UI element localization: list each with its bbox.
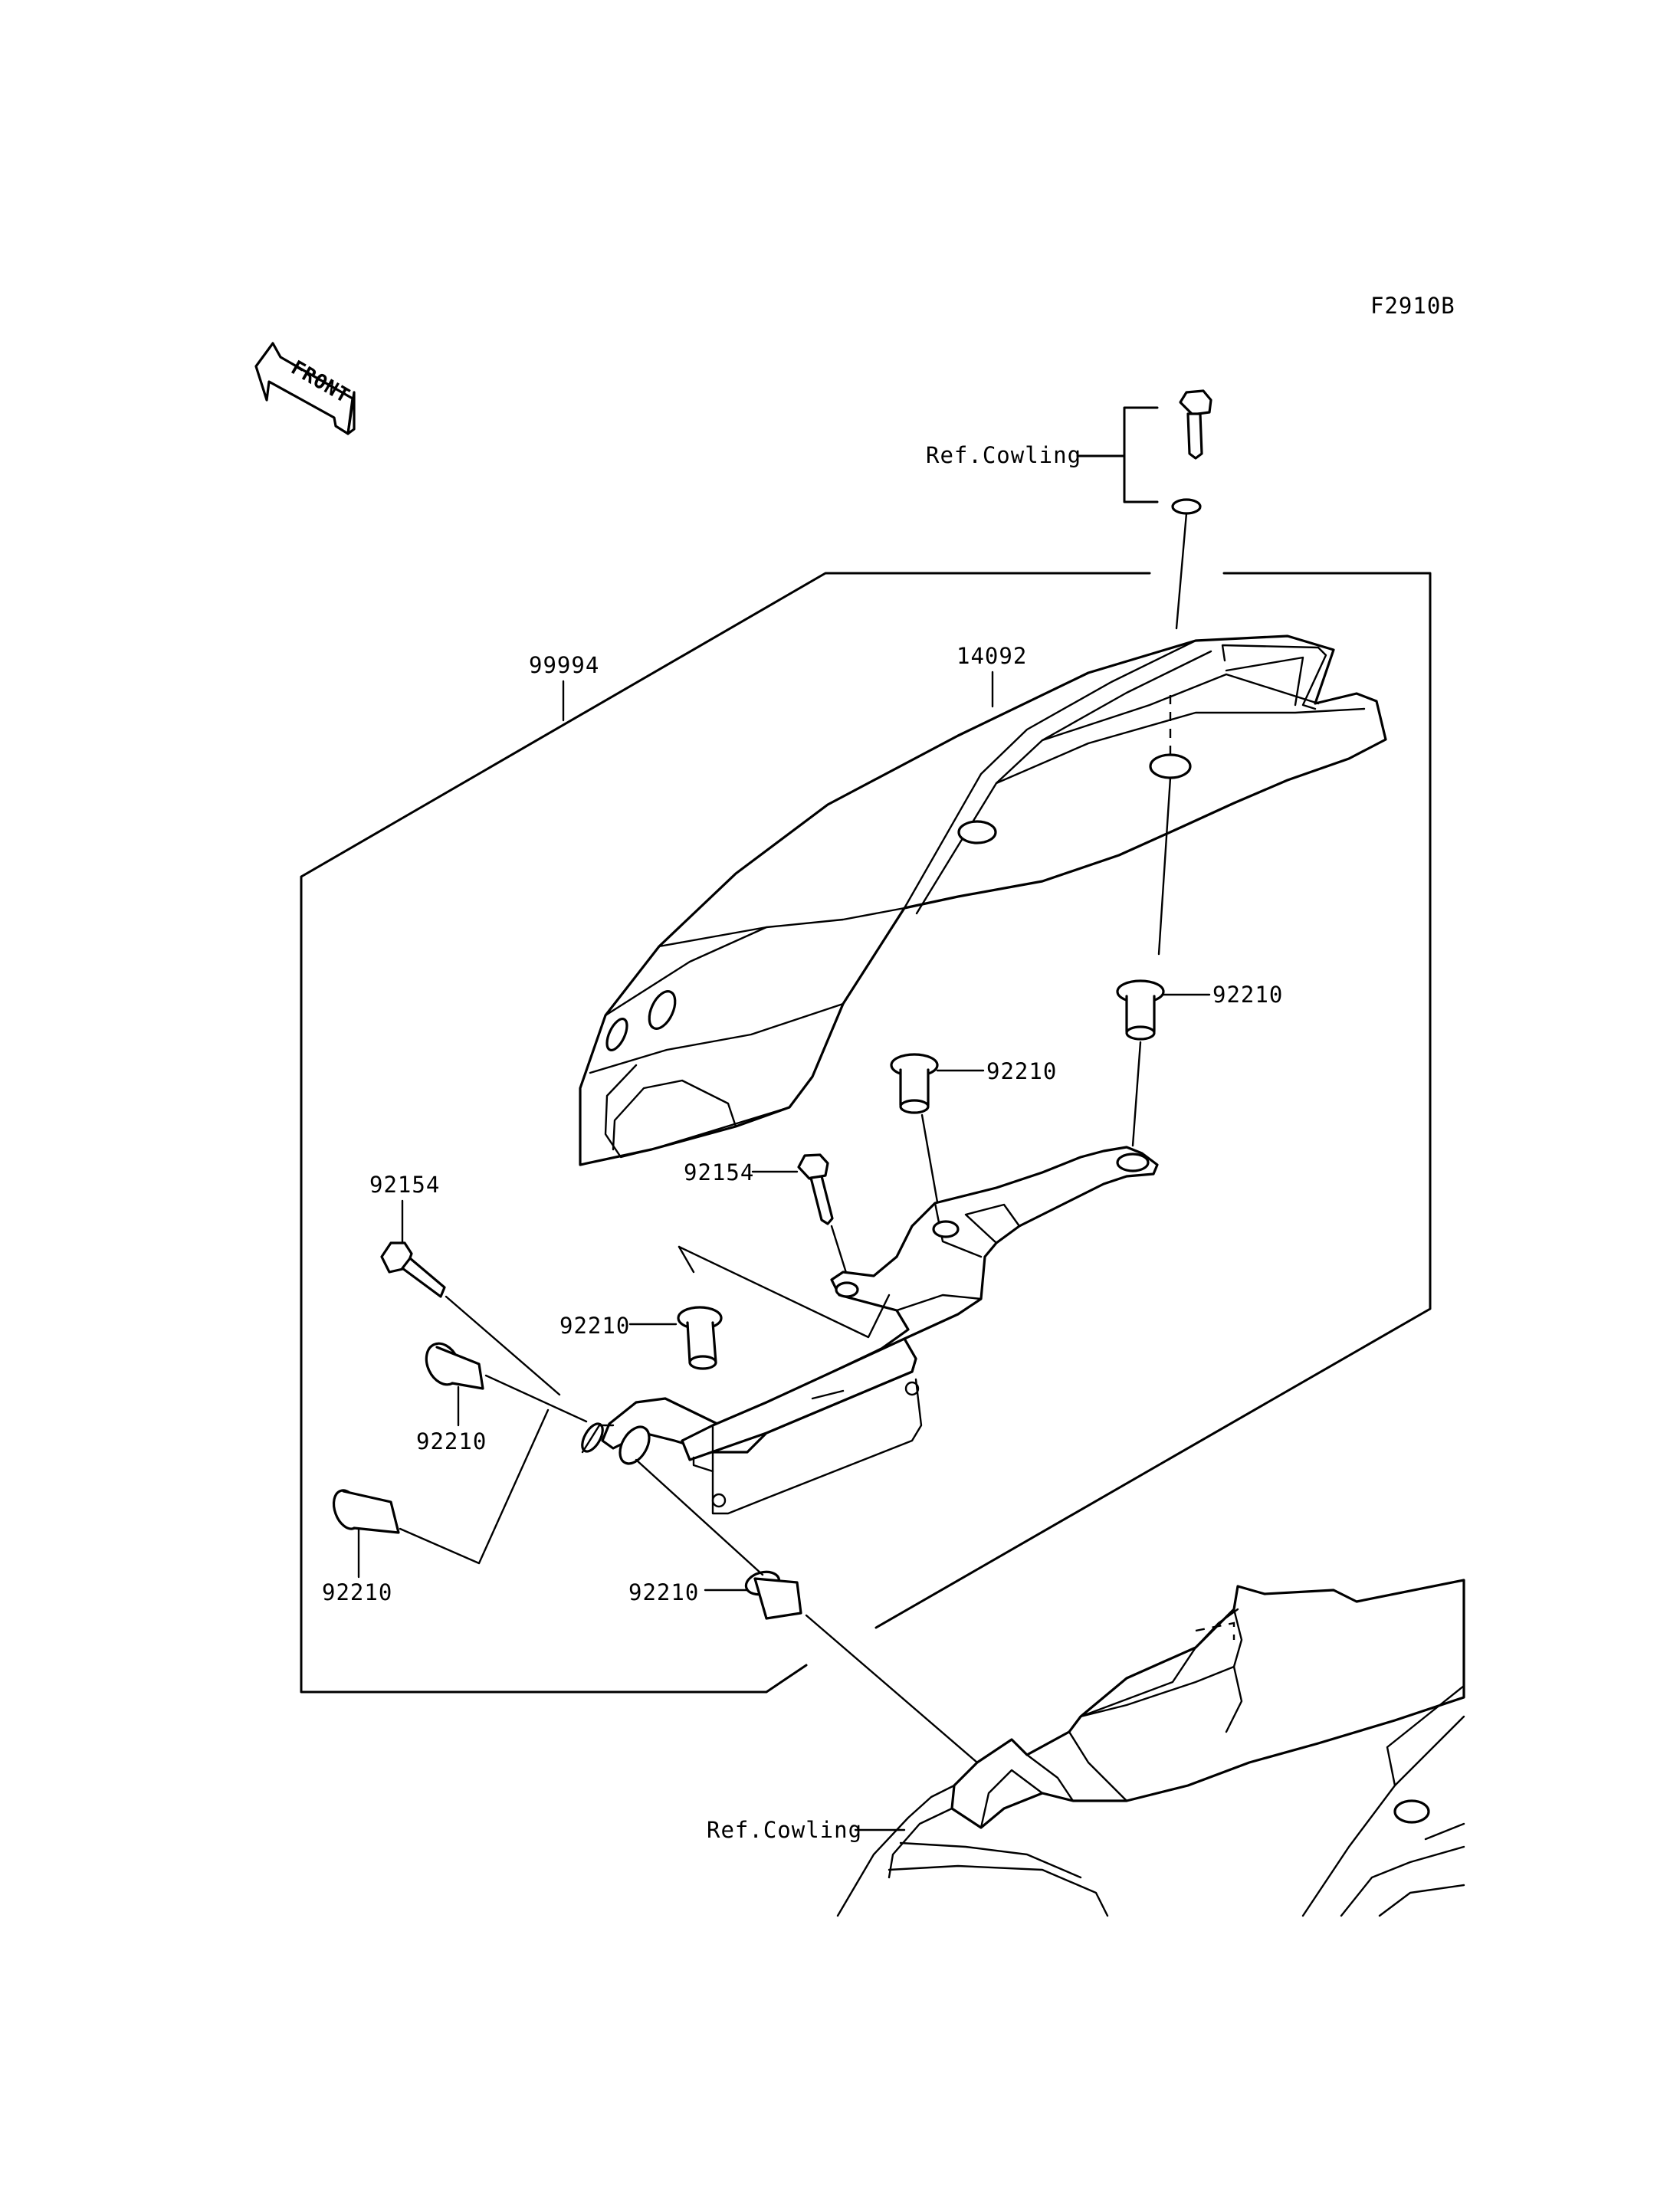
grommet-a-part-number: 92210	[1212, 982, 1283, 1008]
leader-grommet-e-bracket	[399, 1408, 550, 1565]
leader-cover-grommet-a	[1157, 776, 1172, 956]
cowling-washer-icon	[1171, 498, 1202, 515]
leader-bolt-left-bracket	[445, 1295, 561, 1396]
grommet-b-icon	[890, 1053, 939, 1114]
grommet-c-part-number: 92210	[559, 1313, 630, 1339]
grommet-f-part-number: 92210	[628, 1579, 699, 1605]
kit-part-number: 99994	[529, 652, 599, 678]
grommet-a-icon	[1116, 979, 1165, 1041]
cowling-reference	[836, 1579, 1465, 1917]
leader-washer-cover	[1175, 512, 1188, 630]
grommet-b-part-number: 92210	[986, 1058, 1057, 1084]
accessory-cover	[579, 635, 1387, 1166]
leader-grommet-d-bracket	[484, 1374, 588, 1423]
grommet-e-part-number: 92210	[322, 1579, 392, 1605]
grommet-d-icon	[425, 1342, 484, 1390]
leader-triangle-left	[678, 1245, 695, 1274]
figure-code: F2910B	[1370, 293, 1455, 319]
bolt-left-part-number: 92154	[369, 1172, 440, 1198]
kit-outline	[300, 572, 1432, 1694]
mounting-bracket	[581, 1146, 1159, 1515]
front-arrow-icon: FRONT	[254, 342, 356, 435]
leader-grommet-b-bracket	[920, 1113, 940, 1212]
leader-grommet-f-cowling	[805, 1614, 979, 1764]
grommet-d-part-number: 92210	[416, 1428, 487, 1454]
cover-part-number: 14092	[956, 643, 1027, 669]
bolt-center-icon	[797, 1153, 834, 1225]
ref-cowling-top-label: Ref.Cowling	[926, 442, 1081, 468]
grommet-c-icon	[677, 1306, 723, 1370]
bolt-left-icon	[380, 1241, 446, 1298]
grommet-e-icon	[332, 1489, 400, 1534]
leader-bracket-grommet-f	[635, 1458, 764, 1576]
leader-triangle	[678, 1245, 891, 1339]
ref-cowling-bottom-label: Ref.Cowling	[707, 1817, 862, 1843]
leader-grommet-a-bracket	[1131, 1041, 1142, 1147]
bolt-center-part-number: 92154	[684, 1159, 754, 1185]
cowling-bolt-icon	[1179, 389, 1212, 460]
grommet-f-icon	[744, 1570, 802, 1620]
ref-cowling-top-bracket	[1076, 406, 1159, 503]
